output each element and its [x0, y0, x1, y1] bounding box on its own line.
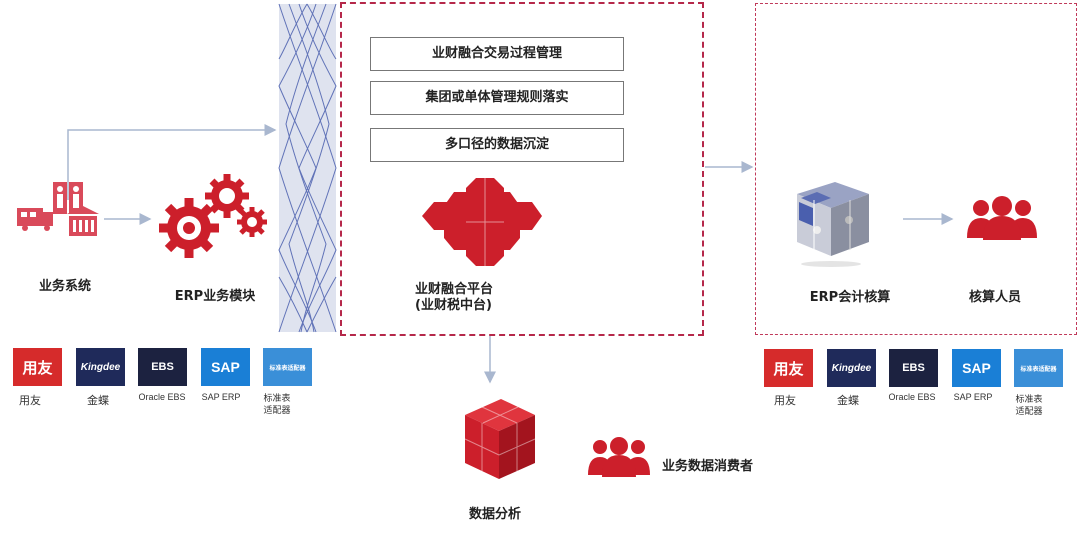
arrow-business-to-mesh — [67, 124, 277, 200]
data-consumers-label: 业务数据消费者 — [662, 459, 754, 474]
logo-kingdee-right: Kingdee — [827, 349, 876, 387]
process-step-1: 业财融合交易过程管理 — [370, 37, 624, 71]
integration-mesh — [278, 3, 337, 333]
caption-oracle-ebs-right: Oracle EBS — [888, 392, 936, 402]
puzzle-cube-icon — [797, 182, 869, 267]
erp-accounting-label: ERP会计核算 — [809, 290, 891, 305]
erp-module-label: ERP业务模块 — [174, 289, 256, 304]
caption-yonyou-right: 用友 — [774, 395, 796, 407]
platform-label-line2: (业财税中台) — [415, 298, 492, 313]
logo-sap-left: SAP — [201, 348, 250, 386]
process-step-2: 集团或单体管理规则落实 — [370, 81, 624, 115]
gears-icon — [159, 174, 267, 258]
logo-adapter-left: 标准表适配器 — [263, 348, 312, 386]
business-system-label: 业务系统 — [38, 279, 91, 294]
caption-kingdee-right: 金蝶 — [837, 395, 859, 407]
accounting-container — [755, 3, 1077, 335]
data-consumers-icon — [588, 437, 650, 477]
logo-yonyou-left: 用友 — [13, 348, 62, 386]
caption-adapter-right-2: 适配器 — [1015, 406, 1043, 416]
caption-oracle-ebs-left: Oracle EBS — [138, 392, 186, 402]
data-analysis-label: 数据分析 — [468, 507, 521, 522]
caption-adapter-left-1: 标准表 — [263, 393, 291, 403]
platform-icon — [422, 178, 542, 266]
accountants-label: 核算人员 — [968, 290, 1021, 305]
accountants-icon — [967, 196, 1037, 240]
caption-yonyou-left: 用友 — [19, 395, 41, 407]
business-system-icon — [17, 182, 99, 236]
logo-yonyou-right: 用友 — [764, 349, 813, 387]
logo-adapter-right: 标准表适配器 — [1014, 349, 1063, 387]
logo-oracle-ebs-left: EBS — [138, 348, 187, 386]
platform-container — [340, 2, 704, 336]
data-analysis-cube-icon — [464, 399, 536, 479]
caption-kingdee-left: 金蝶 — [87, 395, 109, 407]
logo-kingdee-left: Kingdee — [76, 348, 125, 386]
caption-adapter-right-1: 标准表 — [1015, 394, 1043, 404]
caption-adapter-left-2: 适配器 — [263, 405, 291, 415]
logo-sap-right: SAP — [952, 349, 1001, 387]
platform-label-line1: 业财融合平台 — [415, 282, 494, 297]
process-step-3: 多口径的数据沉淀 — [370, 128, 624, 162]
logo-oracle-ebs-right: EBS — [889, 349, 938, 387]
caption-sap-right: SAP ERP — [953, 392, 993, 402]
caption-sap-left: SAP ERP — [201, 392, 241, 402]
